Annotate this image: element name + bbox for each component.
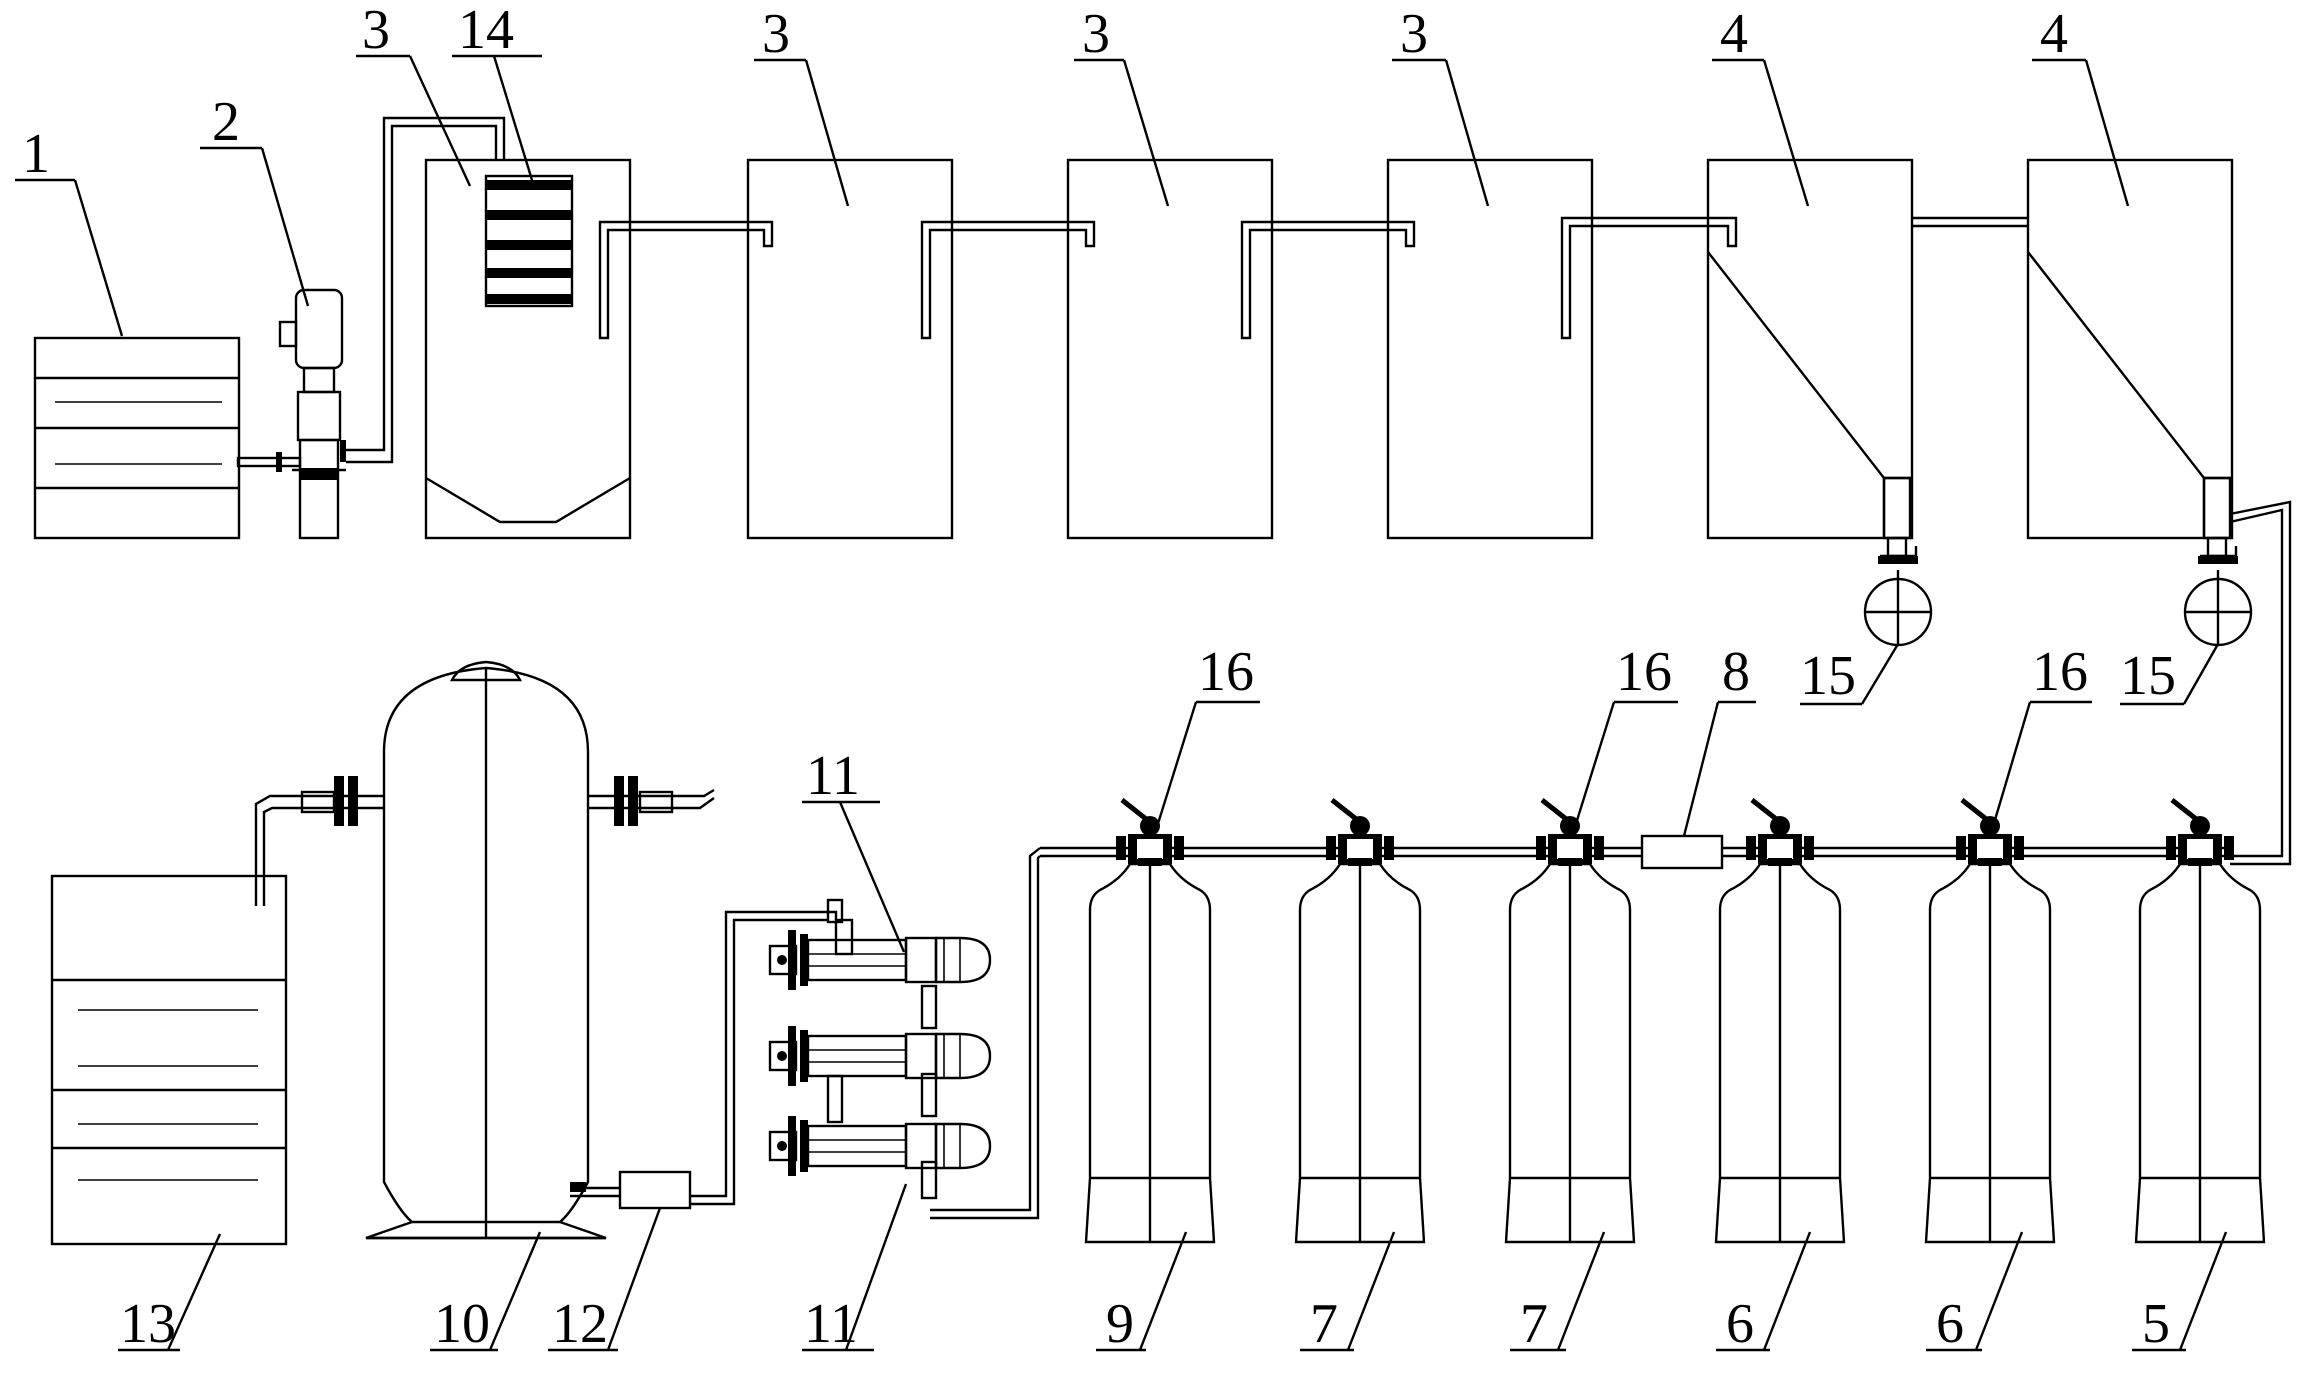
label-3d: 3 bbox=[1400, 3, 1428, 65]
label-14: 14 bbox=[458, 0, 514, 61]
multiport-valve-icon bbox=[1536, 798, 1604, 866]
label-3b: 3 bbox=[762, 3, 790, 65]
label-16b: 16 bbox=[1616, 641, 1672, 703]
label-3a: 3 bbox=[362, 0, 390, 61]
booster-device bbox=[618, 1170, 692, 1210]
label-7b: 7 bbox=[1520, 1293, 1548, 1355]
filter-column-6a bbox=[1714, 798, 1846, 1244]
label-11b: 11 bbox=[804, 1293, 858, 1355]
label-16a: 16 bbox=[1198, 641, 1254, 703]
multiport-valve-icon bbox=[1116, 798, 1184, 866]
filter-column-5 bbox=[2134, 798, 2266, 1244]
reaction-tank-2 bbox=[746, 158, 954, 540]
label-13: 13 bbox=[120, 1293, 176, 1355]
label-16c: 16 bbox=[2032, 641, 2088, 703]
label-1: 1 bbox=[22, 123, 50, 185]
label-4a: 4 bbox=[1720, 3, 1748, 65]
sludge-valve-1 bbox=[1863, 536, 1933, 647]
multiport-valve-icon bbox=[1956, 798, 2024, 866]
label-11a: 11 bbox=[806, 745, 860, 807]
multiport-valve-icon bbox=[2166, 798, 2234, 866]
part-number-labels: 1 2 3 14 3 3 3 4 4 16 16 16 8 15 15 11 1… bbox=[22, 0, 2176, 1355]
label-6b: 6 bbox=[1936, 1293, 1964, 1355]
multiport-valve-icon bbox=[1326, 798, 1394, 866]
label-5: 5 bbox=[2142, 1293, 2170, 1355]
filter-column-7b bbox=[1504, 798, 1636, 1244]
filter-column-9 bbox=[1084, 798, 1216, 1244]
filler-packing bbox=[484, 174, 574, 308]
overflow-pipes bbox=[598, 216, 2028, 340]
filter-column-7a bbox=[1294, 798, 1426, 1244]
label-6a: 6 bbox=[1726, 1293, 1754, 1355]
label-7a: 7 bbox=[1310, 1293, 1338, 1355]
filter-row-header-pipe bbox=[930, 834, 2230, 1220]
membrane-housing-2 bbox=[768, 1026, 992, 1086]
outlet-pipe bbox=[2229, 500, 2292, 866]
reaction-tank-1 bbox=[424, 158, 632, 540]
leader-lines bbox=[15, 54, 2228, 1352]
label-8: 8 bbox=[1722, 641, 1750, 703]
label-15b: 15 bbox=[2120, 645, 2176, 707]
label-4b: 4 bbox=[2040, 3, 2068, 65]
raw-water-tank bbox=[33, 336, 241, 540]
label-9: 9 bbox=[1106, 1293, 1134, 1355]
label-15a: 15 bbox=[1800, 645, 1856, 707]
label-10: 10 bbox=[434, 1293, 490, 1355]
product-water-tank bbox=[50, 874, 288, 1246]
label-12: 12 bbox=[552, 1293, 608, 1355]
sludge-valve-2 bbox=[2183, 536, 2253, 647]
multiport-valve-icon bbox=[1746, 798, 1814, 866]
filter-columns bbox=[1084, 798, 2266, 1244]
membrane-filters bbox=[680, 898, 992, 1206]
settling-tank-2 bbox=[2026, 158, 2234, 540]
settling-tank-1 bbox=[1706, 158, 1914, 540]
label-3c: 3 bbox=[1082, 3, 1110, 65]
membrane-housing-3 bbox=[768, 1116, 992, 1176]
filter-column-6b bbox=[1924, 798, 2056, 1244]
reaction-tank-4 bbox=[1386, 158, 1594, 540]
membrane-housing-1 bbox=[768, 930, 992, 990]
storage-vessel bbox=[254, 660, 715, 1240]
label-2: 2 bbox=[212, 91, 240, 153]
lift-pump bbox=[236, 116, 506, 540]
reaction-tank-3 bbox=[1066, 158, 1274, 540]
